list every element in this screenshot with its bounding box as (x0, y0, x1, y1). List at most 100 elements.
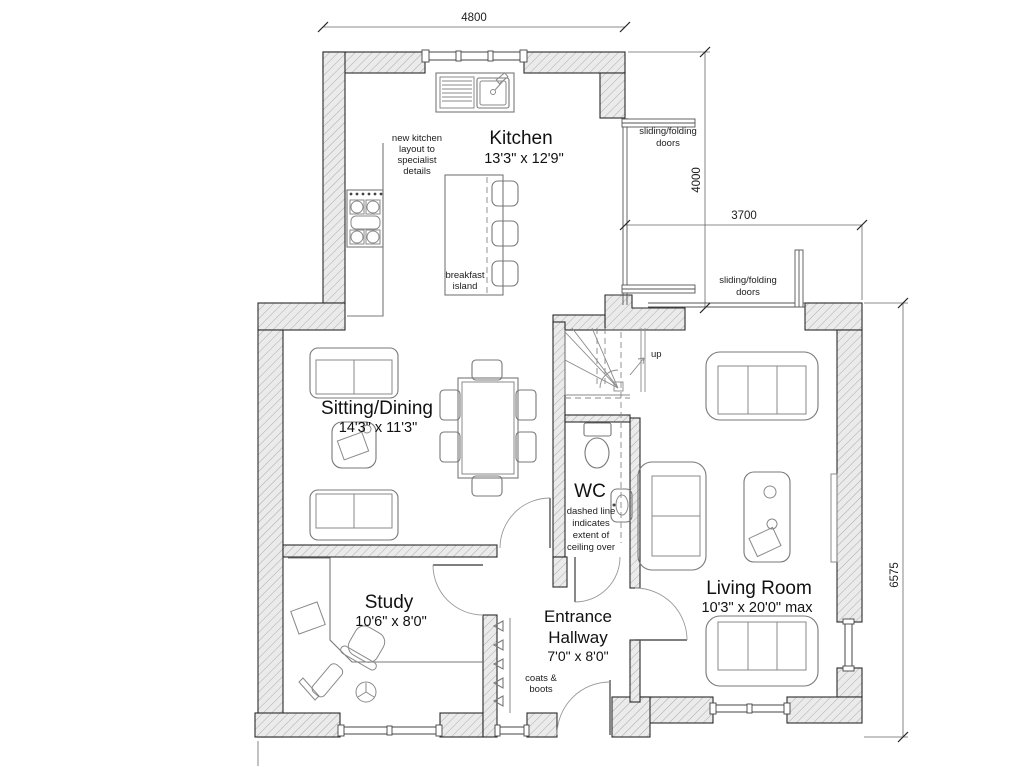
hook-icon (492, 695, 504, 707)
dining-table-icon (439, 359, 537, 497)
dim-4800-text: 4800 (461, 12, 487, 24)
sofa-icon (705, 351, 819, 421)
chair-icon (515, 389, 537, 421)
wall-bottom-a (254, 712, 341, 738)
ceiling-note-3: extent of (573, 530, 610, 541)
hook-icon (492, 639, 504, 651)
study-window (337, 724, 443, 737)
coat-hooks (492, 618, 511, 713)
wall-wc-west (552, 321, 566, 558)
study-dims: 10'6" x 8'0" (355, 614, 426, 630)
wall-east-upper (836, 329, 863, 623)
breakfast-island-label-2: island (453, 281, 478, 292)
front-door (556, 680, 611, 736)
dim-4000: 4000 (628, 46, 711, 314)
wall-living-bottom-right (786, 696, 863, 724)
dim-4000-text: 4000 (691, 167, 703, 193)
sliding-doors-label-kitchen-2: doors (656, 138, 680, 149)
wall-step (257, 302, 346, 331)
dimension-lines: 4800 4000 3700 6575 (257, 12, 909, 766)
hook-icon (492, 620, 504, 632)
sitting-dining-label: Sitting/Dining (321, 398, 433, 419)
office-chair-icon (340, 625, 386, 671)
stairs-up-label: up (651, 349, 662, 360)
breakfast-island (444, 174, 519, 296)
chair-icon (439, 431, 461, 463)
sitting-dining-dims: 14'3" x 11'3" (339, 420, 417, 436)
hallway-label-1: Entrance (544, 607, 612, 626)
coats-label-2: boots (529, 684, 552, 695)
basin-icon (610, 488, 633, 523)
dim-3700-text: 3700 (731, 210, 757, 222)
living-bottom-window (709, 702, 791, 715)
hob-icon (346, 189, 384, 248)
chair-icon (515, 431, 537, 463)
wall-bottom-b (439, 712, 484, 738)
hall-window (494, 724, 530, 737)
desk-icon (288, 557, 483, 663)
kitchen-window (421, 49, 528, 63)
dim-4800: 4800 (317, 12, 631, 33)
walls (254, 51, 863, 738)
chair-icon (471, 359, 503, 381)
wc-label: WC (574, 481, 606, 502)
kitchen-label: Kitchen (489, 128, 552, 149)
chair-icon (471, 475, 503, 497)
sofa-icon (309, 489, 399, 541)
toilet-icon (583, 422, 612, 469)
doors (432, 497, 688, 736)
coffee-table-icon (743, 471, 791, 563)
wall-bottom-c (526, 712, 558, 738)
living-room-furniture (637, 351, 838, 687)
kitchen-note-2: layout to (399, 144, 435, 155)
windows (337, 49, 855, 737)
wall-pier-west (552, 556, 568, 588)
dim-6575-text: 6575 (889, 562, 901, 588)
coats-label-1: coats & (525, 673, 557, 684)
ceiling-note-2: indicates (572, 518, 610, 529)
wall-west-main (257, 329, 284, 738)
living-room-dims: 10'3" x 20'0" max (702, 600, 814, 616)
fan-icon (355, 681, 377, 703)
study-furniture (288, 557, 483, 703)
wall-wc-north (564, 414, 631, 423)
hook-icon (492, 677, 504, 689)
labels: Kitchen 13'3" x 12'9" Sitting/Dining 14'… (321, 126, 813, 695)
kitchen-note-4: details (403, 166, 431, 177)
study-door (432, 564, 484, 616)
stool-icon (491, 260, 519, 287)
dim-3700: 3700 (619, 210, 868, 300)
wc-fixtures (583, 422, 633, 523)
monitor-icon (290, 601, 326, 635)
living-room-door (634, 587, 688, 641)
sofa-icon (637, 461, 707, 571)
staircase (564, 327, 646, 399)
stool-icon (491, 180, 519, 207)
ceiling-note-1: dashed line (567, 506, 616, 517)
sliding-doors-label-kitchen-1: sliding/folding (639, 126, 697, 137)
kitchen-note-3: specialist (397, 155, 436, 166)
study-label: Study (365, 592, 414, 613)
wall-bottom-step (611, 696, 651, 738)
chair-icon (439, 389, 461, 421)
wc-door (574, 556, 621, 603)
sliding-doors-label-living-2: doors (736, 287, 760, 298)
kitchen-furniture (346, 72, 519, 317)
sofa-icon (309, 347, 399, 399)
wall-kitchen-east (599, 72, 626, 119)
sliding-doors (621, 118, 805, 308)
wall-kitchen-top-right (523, 51, 626, 74)
breakfast-island-label-1: breakfast (445, 270, 484, 281)
wall-northeast-corner (804, 302, 863, 331)
wall-stairs-north (604, 294, 686, 331)
stool-icon (491, 220, 519, 247)
side-table-icon (331, 421, 377, 469)
wall-study-east (482, 614, 498, 738)
sliding-doors-label-living-1: sliding/folding (719, 275, 777, 286)
up-arrow-head (637, 357, 645, 365)
sofa-icon (705, 615, 819, 687)
ceiling-note-4: ceiling over (567, 542, 615, 553)
pen-icon (298, 677, 320, 701)
kitchen-dims: 13'3" x 12'9" (484, 151, 564, 167)
